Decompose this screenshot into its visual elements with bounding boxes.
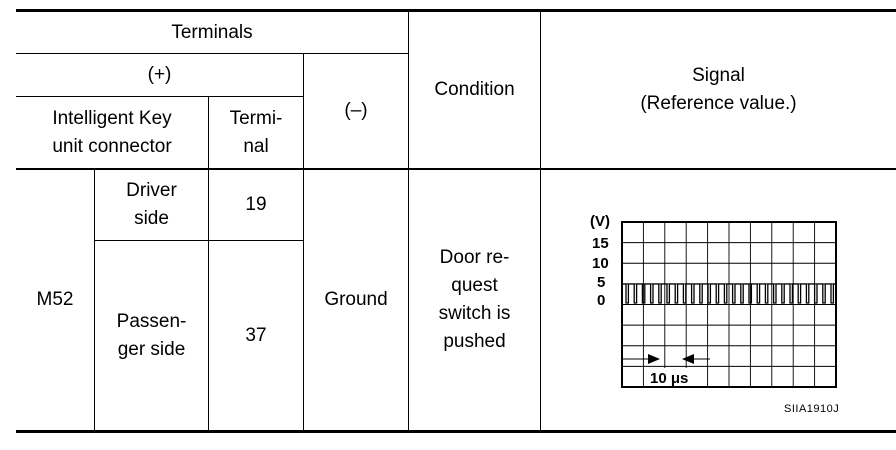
condition-line2: quest bbox=[451, 275, 498, 296]
col-line-terminal bbox=[208, 97, 209, 430]
signal-header-line1: Signal bbox=[692, 65, 745, 86]
signal-header-line2: (Reference value.) bbox=[640, 93, 797, 114]
col-line-minus bbox=[303, 54, 304, 430]
plus-header-text: (+) bbox=[147, 64, 172, 85]
oscilloscope-figure: (V) 15 10 5 0 10 μs bbox=[590, 213, 837, 388]
scope-border bbox=[621, 221, 837, 388]
terminal-header-line1: Termi- bbox=[229, 107, 283, 129]
ground-cell: Ground bbox=[304, 170, 408, 430]
ground-value: Ground bbox=[324, 289, 388, 310]
time-scale-marker bbox=[622, 354, 710, 364]
intelligent-key-line1: Intelligent Key bbox=[52, 107, 172, 129]
scope-grid bbox=[622, 222, 836, 387]
driver-side-cell: Driver side bbox=[95, 170, 208, 240]
y-tick-5: 5 bbox=[597, 274, 605, 291]
condition-header: Condition bbox=[409, 12, 540, 168]
top-rule bbox=[16, 9, 896, 12]
condition-cell: Door re- quest switch is pushed bbox=[409, 170, 540, 430]
passenger-terminal-cell: 37 bbox=[209, 241, 303, 430]
header-rule-2 bbox=[16, 96, 303, 97]
header-rule-1 bbox=[16, 53, 408, 54]
connector-cell: M52 bbox=[16, 170, 94, 430]
signal-header: Signal (Reference value.) bbox=[541, 12, 896, 168]
connector-value: M52 bbox=[36, 289, 74, 310]
driver-terminal-cell: 19 bbox=[209, 170, 303, 240]
bottom-rule bbox=[16, 430, 896, 433]
passenger-terminal-value: 37 bbox=[245, 324, 267, 346]
driver-side-line2: side bbox=[134, 208, 169, 229]
terminals-header-text: Terminals bbox=[171, 21, 253, 43]
y-tick-10: 10 bbox=[592, 255, 609, 272]
terminal-header: Termi- nal bbox=[209, 97, 303, 168]
driver-terminal-value: 19 bbox=[245, 194, 267, 215]
minus-header: (–) bbox=[304, 54, 408, 168]
time-scale-label: 10 μs bbox=[650, 370, 688, 387]
terminals-header: Terminals bbox=[16, 12, 408, 53]
row-split-rule bbox=[94, 240, 303, 241]
header-bottom-rule bbox=[16, 168, 896, 170]
passenger-side-cell: Passen- ger side bbox=[95, 241, 208, 430]
passenger-side-line2: ger side bbox=[117, 338, 186, 360]
y-tick-0: 0 bbox=[597, 292, 605, 309]
col-line-connector bbox=[94, 170, 95, 430]
terminal-header-line2: nal bbox=[243, 135, 269, 157]
col-line-condition bbox=[408, 12, 409, 430]
figure-code: SIIA1910J bbox=[784, 403, 840, 415]
condition-line4: pushed bbox=[443, 331, 506, 352]
minus-header-text: (–) bbox=[344, 100, 368, 121]
condition-header-text: Condition bbox=[434, 79, 515, 100]
intelligent-key-header: Intelligent Key unit connector bbox=[16, 97, 208, 168]
pulse-waveform bbox=[623, 283, 835, 304]
passenger-side-line1: Passen- bbox=[116, 310, 187, 332]
driver-side-line1: Driver bbox=[126, 180, 177, 201]
intelligent-key-line2: unit connector bbox=[52, 135, 172, 157]
plus-header: (+) bbox=[16, 54, 303, 96]
condition-line1: Door re- bbox=[439, 247, 510, 268]
y-tick-15: 15 bbox=[592, 235, 609, 252]
condition-line3: switch is bbox=[438, 303, 511, 324]
col-line-signal bbox=[540, 12, 541, 430]
y-unit-label: (V) bbox=[590, 213, 610, 230]
